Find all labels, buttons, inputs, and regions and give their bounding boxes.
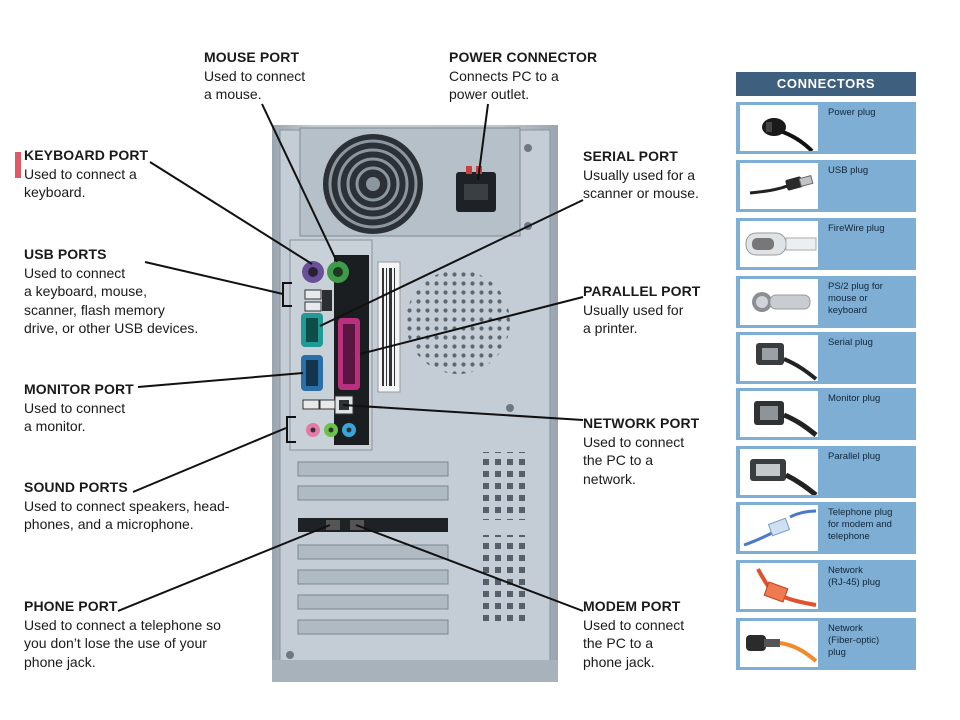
- monitor-port-desc: Used to connect a monitor.: [24, 399, 126, 435]
- leader-modem: [355, 524, 584, 612]
- fiber-optic-plug-icon: [740, 621, 818, 667]
- network-port-desc: Used to connect the PC to a network.: [583, 433, 685, 487]
- ps2-plug-icon: [740, 279, 818, 325]
- label-usb-ports: USB PORTS Used to connect a keyboard, mo…: [24, 245, 198, 338]
- connectors-panel: CONNECTORS Power plug USB plug FireWire …: [736, 72, 916, 672]
- sound-ports-title: SOUND PORTS: [24, 479, 128, 495]
- monitor-plug-icon: [740, 391, 818, 437]
- serial-port-desc: Usually used for a scanner or mouse.: [583, 166, 699, 202]
- connector-label: Network (RJ-45) plug: [828, 565, 881, 588]
- connector-row-rj45: Network (RJ-45) plug: [736, 560, 916, 612]
- label-mouse-port: MOUSE PORT Used to connect a mouse.: [204, 48, 305, 104]
- leader-monitor: [137, 372, 304, 388]
- serial-port-title: SERIAL PORT: [583, 148, 678, 164]
- leader-mouse: [261, 103, 338, 263]
- connector-row-fiber: Network (Fiber-optic) plug: [736, 618, 916, 670]
- label-network-port: NETWORK PORT Used to connect the PC to a…: [583, 414, 699, 488]
- connector-row-parallel: Parallel plug: [736, 446, 916, 498]
- parallel-port-desc: Usually used for a printer.: [583, 301, 684, 337]
- phone-port-desc: Used to connect a telephone so you don’t…: [24, 616, 221, 670]
- connector-row-ps2: PS/2 plug for mouse or keyboard: [736, 276, 916, 328]
- label-phone-port: PHONE PORT Used to connect a telephone s…: [24, 597, 221, 671]
- power-plug-icon: [740, 105, 818, 151]
- connector-label: Parallel plug: [828, 451, 881, 462]
- leader-serial: [319, 199, 584, 327]
- case-fan-vent: [406, 270, 510, 374]
- connector-row-usb: USB plug: [736, 160, 916, 212]
- parallel-plug-icon: [740, 449, 818, 495]
- connector-label: Network (Fiber-optic) plug: [828, 623, 880, 658]
- label-keyboard-port: KEYBOARD PORT Used to connect a keyboard…: [24, 146, 148, 202]
- mouse-port-desc: Used to connect a mouse.: [204, 67, 306, 103]
- connector-label: Monitor plug: [828, 393, 881, 404]
- label-monitor-port: MONITOR PORT Used to connect a monitor.: [24, 380, 134, 436]
- monitor-port-title: MONITOR PORT: [24, 381, 134, 397]
- usb-ports-desc: Used to connect a keyboard, mouse, scann…: [24, 264, 199, 337]
- firewire-plug-icon: [740, 221, 818, 267]
- connector-label: USB plug: [828, 165, 869, 176]
- network-rj45-plug-icon: [740, 563, 818, 609]
- leader-sound-bracket: [286, 416, 296, 443]
- red-margin-mark: [15, 152, 21, 178]
- usb-ports-title: USB PORTS: [24, 246, 107, 262]
- usb-plug-icon: [740, 163, 818, 209]
- connector-row-firewire: FireWire plug: [736, 218, 916, 270]
- connectors-header: CONNECTORS: [736, 72, 916, 96]
- power-connector-title: POWER CONNECTOR: [449, 49, 598, 65]
- parallel-port-title: PARALLEL PORT: [583, 283, 701, 299]
- leader-usb: [144, 261, 284, 295]
- label-serial-port: SERIAL PORT Usually used for a scanner o…: [583, 147, 699, 203]
- connector-row-telephone: Telephone plug for modem and telephone: [736, 502, 916, 554]
- mouse-port-title: MOUSE PORT: [204, 49, 300, 65]
- connector-label: FireWire plug: [828, 223, 885, 234]
- connector-row-power: Power plug: [736, 102, 916, 154]
- connector-label: Serial plug: [828, 337, 873, 348]
- leader-keyboard: [149, 161, 313, 265]
- connector-row-monitor: Monitor plug: [736, 388, 916, 440]
- leader-parallel: [359, 296, 584, 355]
- modem-port-title: MODEM PORT: [583, 598, 681, 614]
- keyboard-port-title: KEYBOARD PORT: [24, 147, 149, 163]
- connector-label: Power plug: [828, 107, 876, 118]
- network-port-title: NETWORK PORT: [583, 415, 700, 431]
- vent-grid-lower: [482, 535, 530, 625]
- leader-network: [342, 404, 584, 421]
- label-modem-port: MODEM PORT Used to connect the PC to a p…: [583, 597, 684, 671]
- label-sound-ports: SOUND PORTS Used to connect speakers, he…: [24, 478, 229, 534]
- vent-grid-upper: [482, 452, 530, 520]
- telephone-plug-icon: [740, 505, 818, 551]
- label-parallel-port: PARALLEL PORT Usually used for a printer…: [583, 282, 700, 338]
- power-connector-desc: Connects PC to a power outlet.: [449, 67, 559, 103]
- connector-row-serial: Serial plug: [736, 332, 916, 384]
- phone-port-title: PHONE PORT: [24, 598, 118, 614]
- connector-label: Telephone plug for modem and telephone: [828, 507, 893, 542]
- keyboard-port-desc: Used to connect a keyboard.: [24, 165, 137, 201]
- expansion-slots: [297, 461, 449, 635]
- leader-usb-bracket: [282, 282, 292, 307]
- serial-plug-icon: [740, 335, 818, 381]
- leader-sound: [132, 427, 287, 493]
- leader-power: [477, 103, 489, 181]
- modem-port-desc: Used to connect the PC to a phone jack.: [583, 616, 685, 670]
- leader-phone: [117, 524, 331, 612]
- label-power-connector: POWER CONNECTOR Connects PC to a power o…: [449, 48, 597, 104]
- connector-label: PS/2 plug for mouse or keyboard: [828, 281, 883, 316]
- sound-ports-desc: Used to connect speakers, head- phones, …: [24, 497, 230, 533]
